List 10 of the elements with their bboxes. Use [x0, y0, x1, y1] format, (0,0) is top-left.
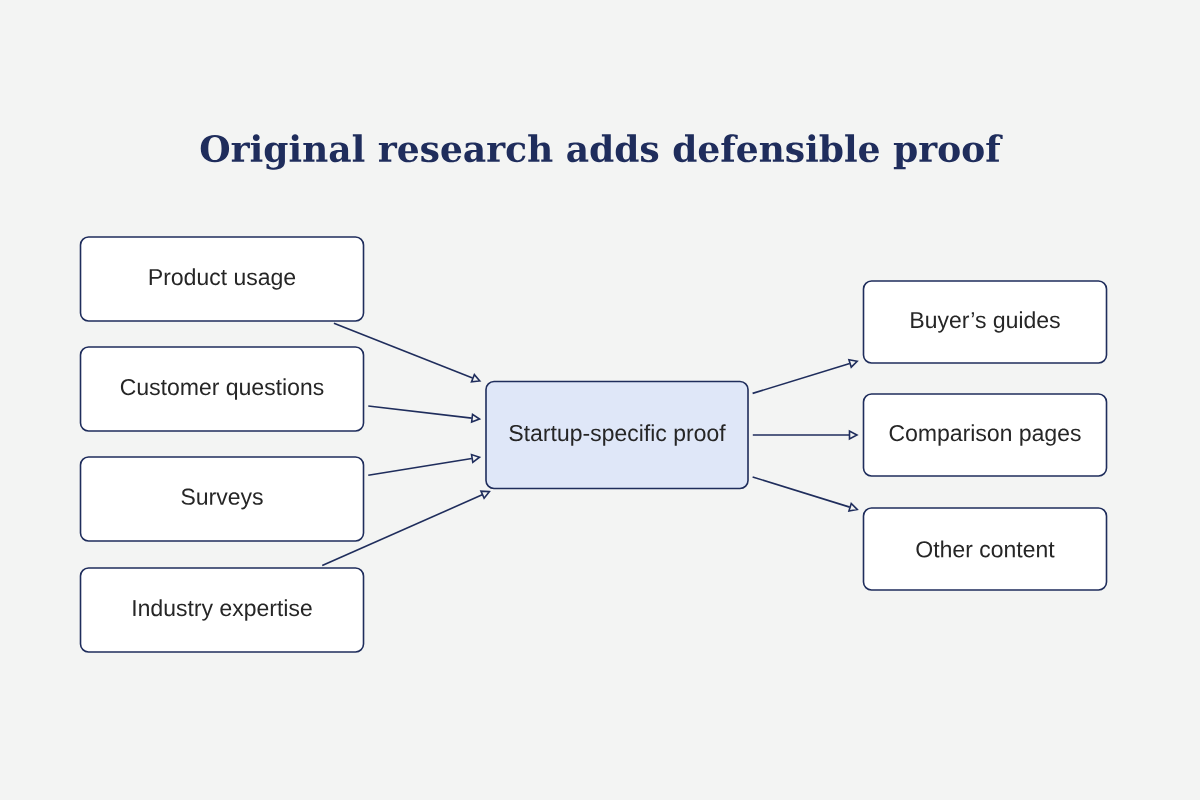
source-box: Product usage — [79, 236, 365, 322]
output-box: Other content — [862, 507, 1108, 591]
source-box: Customer questions — [79, 346, 365, 432]
hub-box: Startup-specific proof — [485, 380, 749, 490]
output-box: Buyer’s guides — [862, 280, 1108, 364]
arrow — [321, 490, 491, 567]
output-box: Comparison pages — [862, 393, 1108, 477]
title: Original research adds defensible proof — [200, 134, 1003, 170]
source-box: Surveys — [79, 456, 365, 542]
source-box: Industry expertise — [79, 567, 365, 653]
